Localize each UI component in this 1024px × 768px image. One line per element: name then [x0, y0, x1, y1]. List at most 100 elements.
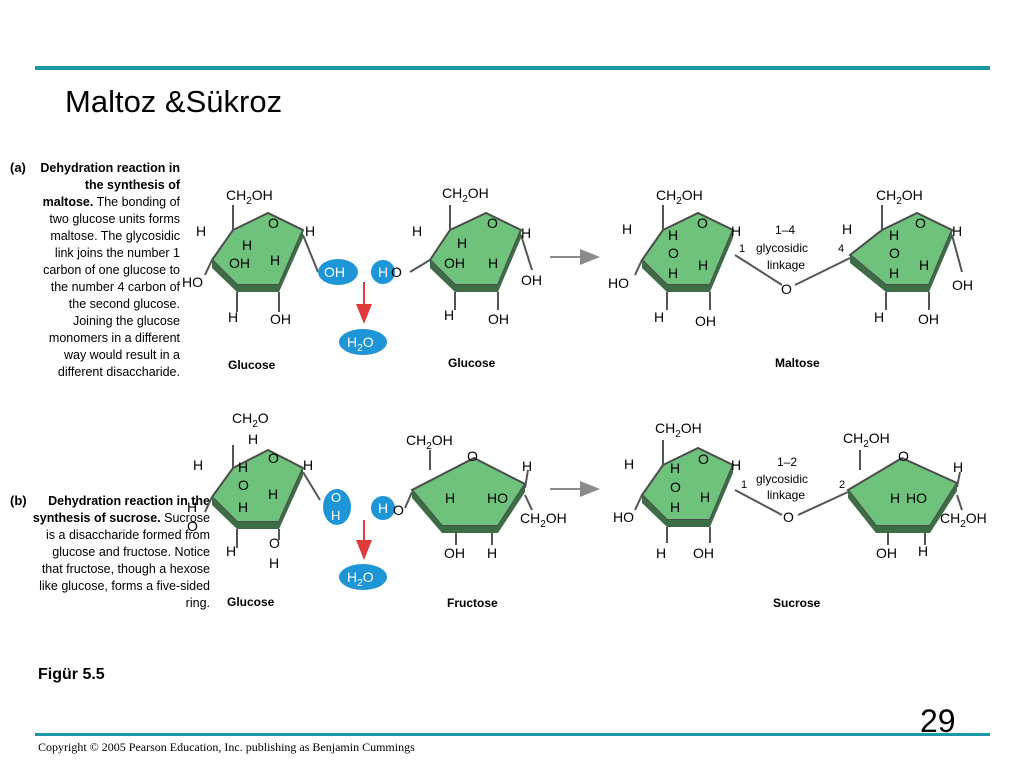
sucrose-h: H	[700, 489, 710, 505]
glucose-a1-ring-o: O	[268, 215, 279, 231]
maltose-h: H	[698, 257, 708, 273]
fructose-ch2oh: CH2OH	[406, 432, 453, 452]
glucose-a1-h: H	[270, 252, 280, 268]
glucose-a2-ring-o: O	[487, 215, 498, 231]
sucrose-h: H	[890, 490, 900, 506]
maltose-h: H	[889, 265, 899, 281]
bridge-o: O	[781, 281, 792, 297]
sucrose-o: O	[670, 479, 681, 495]
glucose-a2-ring	[409, 205, 533, 310]
maltose-o: O	[889, 245, 900, 261]
fructose-h: H	[522, 458, 532, 474]
glucose-b-h: H	[226, 543, 236, 559]
slide-title: Maltoz &Sükroz	[65, 84, 283, 119]
glucose-b-h: H	[238, 459, 248, 475]
sucrose-h: H	[731, 457, 741, 473]
maltose-h: H	[668, 265, 678, 281]
sucrose-ch2oh: CH2OH	[655, 420, 702, 440]
linkage-line-2: glycosidic	[756, 241, 808, 255]
panel-a-caption-text: The bonding of two glucose units forms m…	[43, 195, 180, 379]
h-bubble	[371, 260, 395, 284]
header-rule	[35, 66, 990, 70]
maltose-h: H	[842, 221, 852, 237]
glucose-a2-h: H	[457, 235, 467, 251]
sucrose-h: H	[670, 499, 680, 515]
label-glucose-b: Glucose	[227, 595, 275, 609]
h2o-bubble	[339, 329, 387, 355]
glucose-a1-ch2oh: CH2OH	[226, 187, 273, 207]
h-bubble-b	[371, 496, 395, 520]
maltose-h: H	[874, 309, 884, 325]
maltose-h: H	[668, 227, 678, 243]
glucose-b-h: H	[238, 499, 248, 515]
sucrose-oh: OH	[876, 545, 897, 561]
carbon-number-1: 1	[739, 243, 745, 255]
label-glucose-a1: Glucose	[228, 358, 276, 372]
glucose-b-o: O	[187, 518, 198, 534]
glucose-a2-ch2oh: CH2OH	[442, 185, 489, 205]
oh-bubble	[318, 259, 358, 285]
maltose-oh: OH	[918, 311, 939, 327]
maltose-ring-o: O	[915, 215, 926, 231]
glucose-b-ch2oh: CH2O	[232, 410, 269, 430]
h2o-bubble-b	[339, 564, 387, 590]
label-glucose-a2: Glucose	[448, 356, 496, 370]
panel-b-caption-text: Sucrose is a disaccharide formed from gl…	[39, 511, 210, 610]
glucose-a1-h: H	[196, 223, 206, 239]
sucrose-h: H	[953, 459, 963, 475]
fructose-ch2oh-2: CH2OH	[520, 510, 567, 530]
maltose-ch2oh: CH2OH	[656, 187, 703, 207]
figure-label: Figür 5.5	[38, 666, 105, 683]
carbon-number-4: 4	[838, 243, 844, 255]
glucose-a2-h: H	[488, 255, 498, 271]
panel-b-caption-bold: Dehydration reaction in the synthesis of…	[32, 494, 210, 525]
sucrose-h: H	[656, 545, 666, 561]
glucose-b-h: H	[268, 486, 278, 502]
maltose-h: H	[919, 257, 929, 273]
glucose-b-o: O	[238, 477, 249, 493]
linkage-b-line-3: linkage	[767, 488, 805, 502]
fructose-oh: OH	[444, 545, 465, 561]
maltose-ring-1	[634, 205, 783, 310]
glucose-b-h: H	[248, 431, 258, 447]
bubble-oh: OH	[324, 264, 345, 280]
fructose-h: H	[487, 545, 497, 561]
panel-a-caption: Dehydration reaction in the synthesis of…	[34, 160, 180, 381]
label-sucrose: Sucrose	[773, 596, 821, 610]
bubble-h: H	[378, 264, 388, 280]
oh-bubble-b	[323, 489, 351, 525]
sucrose-ring-o-2: O	[898, 448, 909, 464]
panel-a-caption-bold: Dehydration reaction in the synthesis of…	[40, 161, 180, 209]
bubble-b-o2: O	[393, 502, 404, 518]
bubble-b-h: H	[331, 508, 340, 523]
label-maltose: Maltose	[775, 356, 820, 370]
fructose-h: H	[445, 490, 455, 506]
h2o-label-b: H2O	[347, 569, 374, 589]
glucose-a1-h: H	[305, 223, 315, 239]
fructose-ho: HO	[487, 490, 508, 506]
carbon-number-1b: 1	[741, 479, 747, 491]
linkage-b-line-2: glycosidic	[756, 472, 808, 486]
sucrose-ring-2	[797, 450, 963, 545]
footer-rule	[35, 733, 990, 736]
sucrose-ring-1	[634, 440, 783, 543]
sucrose-h: H	[624, 456, 634, 472]
h2o-label: H2O	[347, 334, 374, 354]
glucose-b-o: O	[269, 535, 280, 551]
maltose-oh: OH	[695, 313, 716, 329]
panel-b-tag: (b)	[10, 493, 27, 508]
fructose-ring-o: O	[467, 448, 478, 464]
sucrose-ho: HO	[906, 490, 927, 506]
panel-a-tag: (a)	[10, 160, 26, 175]
sucrose-ch2oh-2: CH2OH	[843, 430, 890, 450]
bubble-b-o: O	[331, 490, 341, 505]
sucrose-ring-o: O	[698, 451, 709, 467]
maltose-h: H	[889, 227, 899, 243]
maltose-h: H	[622, 221, 632, 237]
maltose-ho: HO	[608, 275, 629, 291]
glucose-b-h: H	[269, 555, 279, 571]
glucose-b-h: H	[193, 457, 203, 473]
maltose-h: H	[731, 223, 741, 239]
glucose-a1-oh: OH	[229, 255, 250, 271]
maltose-o: O	[668, 245, 679, 261]
